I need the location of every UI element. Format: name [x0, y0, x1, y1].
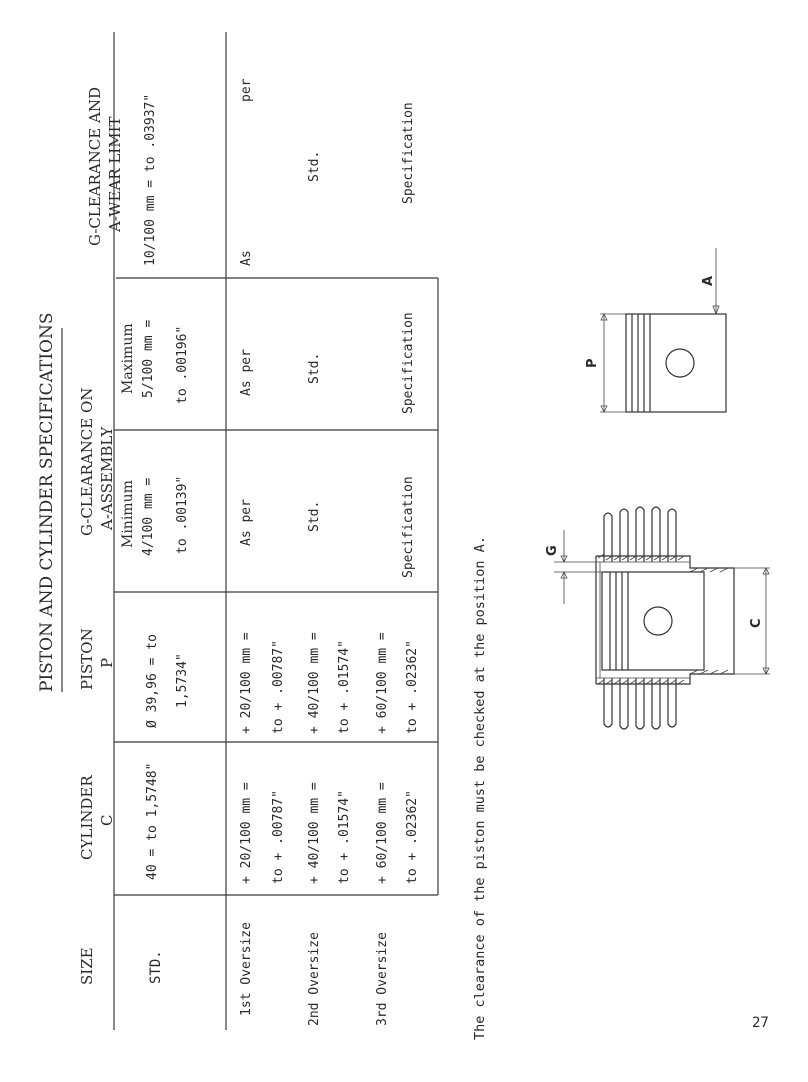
page-title: PISTON AND CYLINDER SPECIFICATIONS: [37, 313, 57, 693]
cylinder-fins-bottom: [603, 678, 677, 730]
piston-pin-circle: [643, 606, 673, 636]
footnote: The clearance of the piston must be chec…: [472, 536, 488, 1040]
cell-cylinder: + 40/100 mm =: [307, 782, 322, 884]
cell-max: Std.: [307, 353, 322, 384]
cell-cylinder: to + .02362": [405, 790, 420, 884]
header-size: SIZE: [78, 947, 96, 985]
piston-in-cylinder: [601, 571, 705, 671]
header-cylinder: CYLINDER: [78, 775, 96, 860]
header-wear-line2: A-WEAR LIMIT: [106, 116, 124, 233]
cell-max: to .00196": [175, 326, 190, 404]
header-assembly-line1: G-CLEARANCE ON: [78, 388, 96, 536]
cell-cylinder: + 60/100 mm =: [375, 782, 390, 884]
cell-piston: to + .02362": [405, 640, 420, 734]
table-grid: [113, 32, 439, 1030]
cell-cylinder: + 20/100 mm =: [239, 782, 254, 884]
cell-cylinder: to + .00787": [271, 790, 286, 884]
label-c: C: [749, 618, 764, 628]
cylinder-fins-top: [603, 506, 677, 562]
cell-size: 1st Oversize: [239, 922, 254, 1016]
label-g: G: [545, 545, 560, 556]
header-minimum: Minimum: [120, 480, 136, 548]
header-wear-line1: G-CLEARANCE AND: [86, 87, 104, 246]
table-row: 1st Oversize + 20/100 mm = to + .00787" …: [239, 78, 286, 1016]
cell-piston: to + .00787": [271, 640, 286, 734]
label-p: P: [585, 358, 600, 368]
cell-piston: + 60/100 mm =: [375, 632, 390, 734]
cell-piston: 1,5734": [175, 653, 190, 708]
cylinder-diagram: G C: [545, 506, 770, 730]
cell-cylinder: to + .01574": [337, 790, 352, 884]
label-a: A: [701, 276, 716, 286]
header-maximum: Maximum: [120, 323, 136, 394]
table-headers: SIZE CYLINDER C PISTON P G-CLEARANCE ON …: [78, 87, 156, 985]
cell-min: to .00139": [175, 476, 190, 554]
header-assembly-line2: A-ASSEMBLY: [98, 426, 116, 531]
cell-cylinder: 40 = to 1,5748": [145, 763, 160, 880]
cell-piston: + 20/100 mm =: [239, 632, 254, 734]
header-cylinder-symbol: C: [98, 815, 116, 826]
cell-wear: Std.: [307, 151, 322, 182]
table-row: 3rd Oversize + 60/100 mm = to + .02362" …: [375, 102, 420, 1026]
header-maximum-value: 5/100 mm =: [141, 320, 156, 398]
cell-wear: As: [239, 250, 254, 266]
cell-max: As per: [239, 349, 254, 396]
cell-wear: per: [239, 78, 254, 102]
cell-piston: Ø 39,96 = to: [145, 634, 160, 728]
cell-min: As per: [239, 499, 254, 546]
cell-piston: + 40/100 mm =: [307, 632, 322, 734]
header-piston: PISTON: [78, 628, 96, 690]
piston-pin-circle: [665, 348, 695, 378]
cell-max: Specification: [401, 312, 416, 414]
table-row: STD. 40 = to 1,5748" Ø 39,96 = to 1,5734…: [143, 94, 190, 984]
cell-size: STD.: [148, 950, 164, 984]
header-minimum-value: 4/100 mm =: [141, 478, 156, 556]
cell-wear: Specification: [401, 102, 416, 204]
cell-size: 3rd Oversize: [375, 932, 390, 1026]
cell-piston: to + .01574": [337, 640, 352, 734]
cell-min: Specification: [401, 476, 416, 578]
cell-size: 2nd Oversize: [307, 932, 322, 1026]
table-row: 2nd Oversize + 40/100 mm = to + .01574" …: [307, 151, 352, 1026]
cell-wear: 10/100 mm = to .03937": [143, 94, 158, 266]
page-number: 27: [752, 1015, 769, 1031]
piston-diagram: P A: [585, 248, 727, 413]
header-piston-symbol: P: [98, 658, 116, 668]
cell-min: Std.: [307, 501, 322, 532]
